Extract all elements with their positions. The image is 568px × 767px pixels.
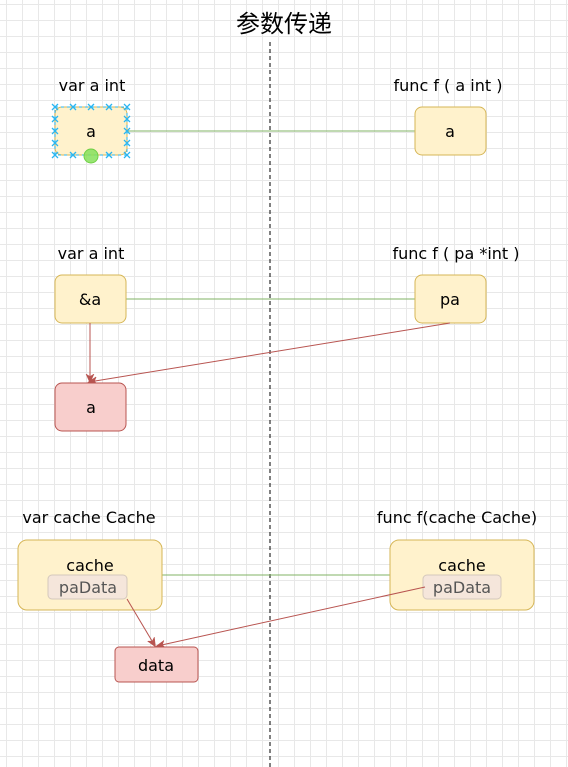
section3-pointer-edge-right[interactable] [157,586,426,646]
section2-target-node[interactable]: a [54,382,127,432]
section3-right-inner-field[interactable]: paData [422,574,502,600]
section3-left-inner-field[interactable]: paData [47,574,128,600]
section2-left-label: var a int [58,244,125,263]
section1-right-node-label: a [445,122,455,141]
selection-handles[interactable] [51,103,131,159]
section2-right-node[interactable]: pa [414,274,487,324]
section2-right-label: func f ( pa *int ) [392,244,519,263]
section1-right-node[interactable]: a [414,106,487,156]
section1-left-label: var a int [59,76,126,95]
section1-left-node[interactable]: a [54,106,128,156]
section3-right-label: func f(cache Cache) [377,508,537,527]
section2-left-node[interactable]: &a [54,274,127,324]
section2-left-node-label: &a [79,290,101,309]
diagram-title: 参数传递 [236,10,332,38]
section3-left-label: var cache Cache [22,508,155,527]
section3-right-node-label: cache [438,556,485,575]
section3-left-inner-label: paData [59,578,117,597]
section3-right-inner-label: paData [433,578,491,597]
section1-right-label: func f ( a int ) [394,76,503,95]
section3-target-node-label: data [138,656,174,675]
section3-target-node[interactable]: data [114,646,199,683]
section2-pointer-edge-right[interactable] [89,322,451,382]
section3-pointer-edge-left[interactable] [126,598,155,646]
section3-left-node-label: cache [66,556,113,575]
section2-target-node-label: a [86,398,96,417]
connection-point-handle[interactable] [83,148,99,164]
section1-left-node-label: a [86,122,96,141]
section2-right-node-label: pa [440,290,460,309]
